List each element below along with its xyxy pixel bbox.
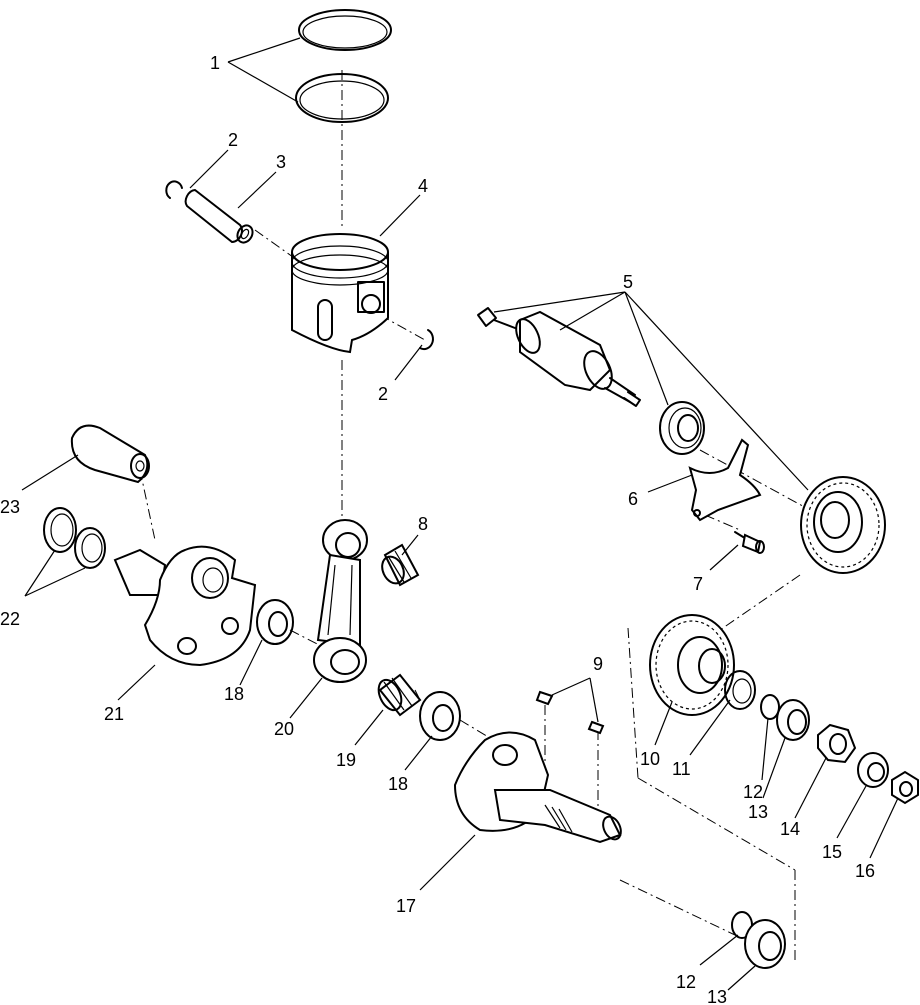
callout-13-lower: 13 — [707, 987, 727, 1005]
crank-pin — [70, 424, 150, 484]
retainer-plate — [688, 438, 762, 522]
callout-1: 1 — [210, 53, 220, 73]
callout-2-lower: 2 — [378, 384, 388, 404]
callout-15: 15 — [822, 842, 842, 862]
callout-8: 8 — [418, 514, 428, 534]
callout-12-upper: 12 — [743, 782, 763, 802]
needle-bearing-large — [377, 673, 422, 717]
woodruff-keys — [535, 690, 605, 735]
bearing-upper — [776, 699, 810, 741]
thrust-washer-right — [419, 691, 461, 741]
balance-shaft — [477, 307, 641, 407]
callout-12-lower: 12 — [676, 972, 696, 992]
piston — [291, 233, 389, 354]
callout-3: 3 — [276, 152, 286, 172]
connecting-rod — [313, 519, 368, 683]
centerlines — [139, 70, 811, 960]
piston-pin — [184, 188, 254, 244]
callout-19: 19 — [336, 750, 356, 770]
crankshaft-left-half — [113, 545, 257, 667]
circlip-upper — [165, 180, 183, 199]
callout-13-upper: 13 — [748, 802, 768, 822]
snap-ring-upper — [760, 694, 780, 720]
callout-11: 11 — [672, 759, 691, 779]
castle-nut — [817, 723, 857, 764]
callout-20: 20 — [274, 719, 294, 739]
leader-lines — [21, 37, 899, 991]
callouts: 1 2 3 4 2 5 6 7 8 9 10 11 12 13 14 15 16… — [0, 53, 875, 1005]
bearing-lower — [744, 919, 786, 969]
crankshaft-right-half — [453, 731, 622, 844]
callout-21: 21 — [104, 704, 124, 724]
thrust-washer-left — [256, 599, 294, 645]
balance-shaft-bearing — [659, 401, 705, 455]
callout-23: 23 — [0, 497, 20, 517]
callout-10: 10 — [640, 749, 660, 769]
bolt — [734, 531, 765, 554]
seals — [43, 507, 106, 569]
crankshaft-gear — [649, 614, 735, 716]
piston-rings — [295, 9, 392, 123]
circlip-lower — [419, 329, 434, 351]
needle-bearing-small — [381, 543, 420, 587]
callout-7: 7 — [693, 574, 703, 594]
callout-14: 14 — [780, 819, 800, 839]
nut — [891, 770, 919, 805]
callout-4: 4 — [418, 176, 428, 196]
callout-22: 22 — [0, 609, 20, 629]
callout-5: 5 — [623, 272, 633, 292]
spacer — [857, 752, 889, 788]
washer — [724, 670, 756, 710]
callout-18-right: 18 — [388, 774, 408, 794]
balance-shaft-gear — [800, 476, 886, 574]
callout-6: 6 — [628, 489, 638, 509]
callout-18-left: 18 — [224, 684, 244, 704]
callout-2-upper: 2 — [228, 130, 238, 150]
callout-9: 9 — [593, 654, 603, 674]
callout-16: 16 — [855, 861, 875, 881]
callout-17: 17 — [396, 896, 416, 916]
